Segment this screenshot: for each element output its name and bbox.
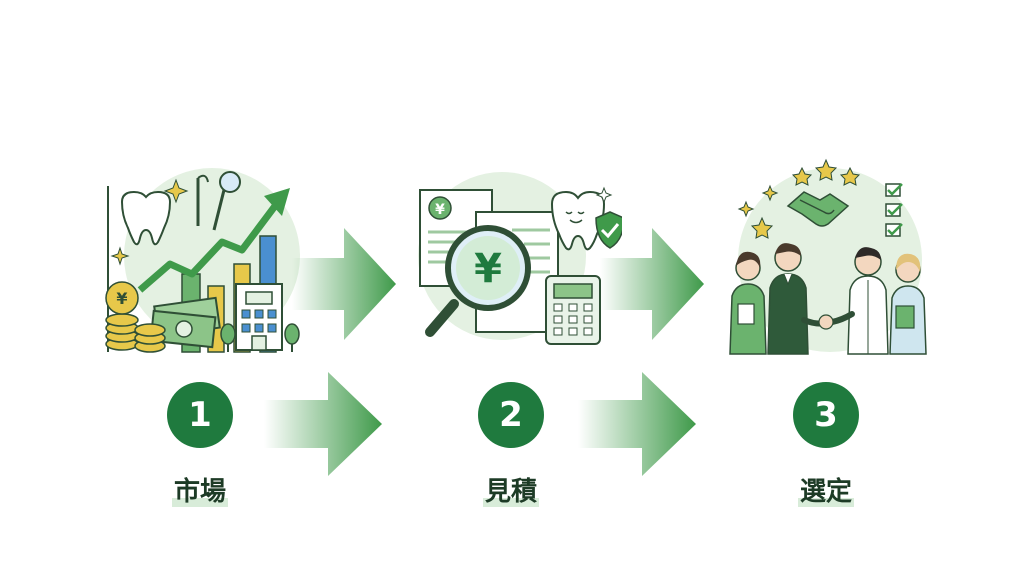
selection-handshake-illustration	[729, 158, 927, 355]
arrow-1-2-lower	[264, 372, 382, 476]
svg-text:¥: ¥	[474, 246, 502, 292]
step-3-label: 選定	[797, 477, 854, 507]
step-2-label: 見積	[482, 477, 539, 507]
arrow-2-3-lower	[578, 372, 696, 476]
step-2-number: 2	[478, 382, 544, 448]
step-3-number: 3	[793, 382, 859, 448]
svg-text:¥: ¥	[116, 289, 127, 308]
step-1-number: 1	[167, 382, 233, 448]
step-1-label: 市場	[171, 477, 228, 507]
quote-estimate-illustration: ¥ ¥	[418, 172, 622, 345]
arrow-2-3-upper	[600, 228, 704, 340]
market-growth-illustration: ¥	[105, 168, 300, 353]
svg-text:¥: ¥	[435, 202, 445, 218]
arrow-1-2-upper	[292, 228, 396, 340]
